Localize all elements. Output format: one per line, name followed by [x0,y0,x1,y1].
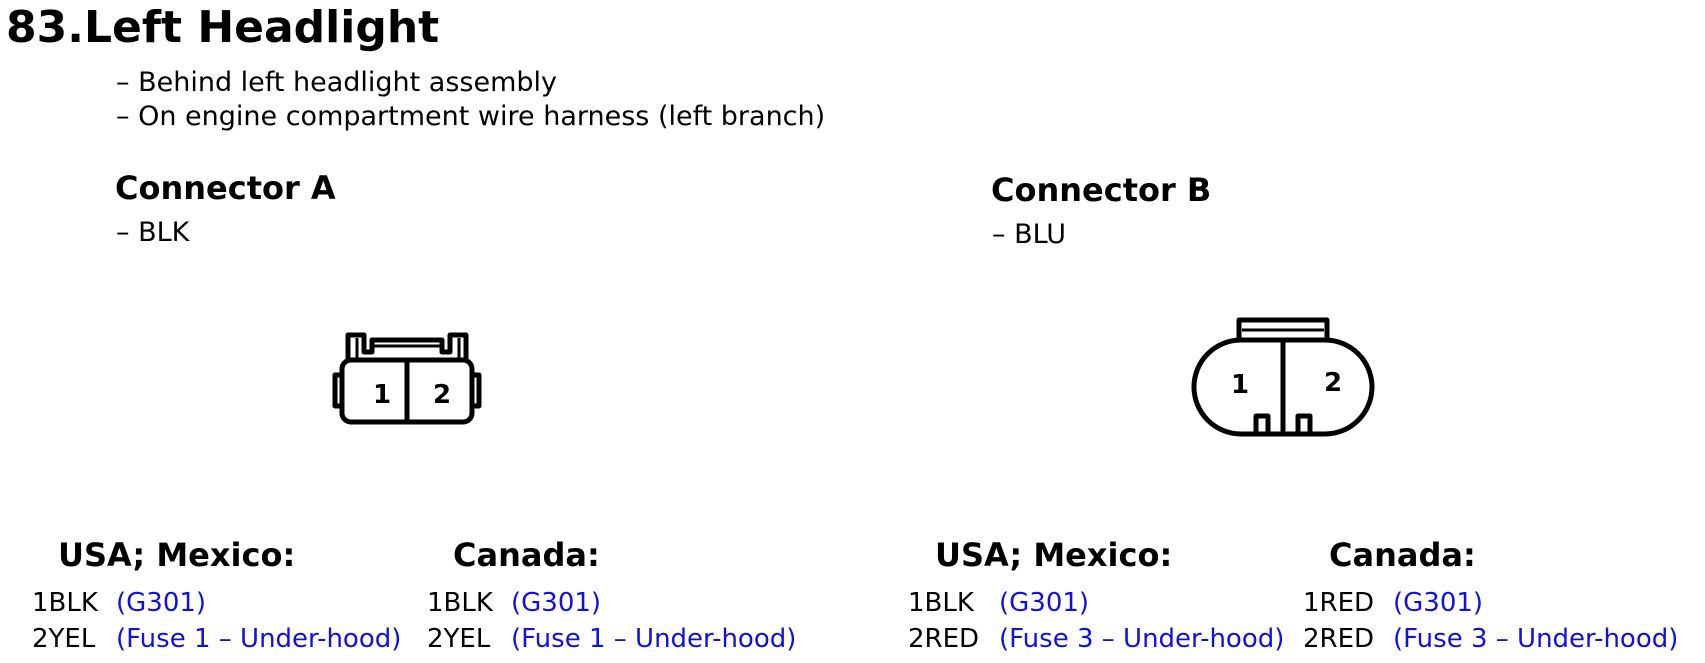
pin-wire: 2YEL [427,624,491,654]
pin-row: 2RED (Fuse 3 – Under-hood) [908,622,1284,656]
connector-a-housing [345,332,469,362]
pin-row: 1BLK (G301) [427,586,601,620]
pin-wire: 1BLK [908,588,974,618]
location-line: – On engine compartment wire harness (le… [116,101,826,132]
connector-b-title: Connector B [991,171,1212,209]
connector-a-usa-heading: USA; Mexico: [58,536,296,574]
connector-b-diagram: 1 2 [1191,317,1375,437]
connector-b-pin-1: 1 [1231,370,1249,400]
connector-a-title: Connector A [115,169,336,207]
pin-row: 1RED (G301) [1303,586,1483,620]
pin-wire: 1BLK [427,588,493,618]
pin-row: 1BLK (G301) [908,586,1089,620]
pin-row: 2YEL (Fuse 1 – Under-hood) [32,622,401,656]
pin-destination: (G301) [999,588,1090,618]
connector-a-canada-heading: Canada: [453,536,600,574]
connector-b-color: – BLU [992,219,1067,250]
pin-row: 1BLK (G301) [32,586,206,620]
pin-destination: (G301) [1393,588,1484,618]
pin-destination: (Fuse 3 – Under-hood) [1393,624,1679,654]
connector-a-pin-2: 2 [433,380,451,410]
connector-a-diagram: 1 2 [332,332,482,425]
connector-a-pin-1: 1 [373,380,391,410]
pin-destination: (Fuse 1 – Under-hood) [116,624,402,654]
page-title: 83.Left Headlight [6,2,440,53]
pin-destination: (Fuse 3 – Under-hood) [999,624,1285,654]
connector-b-canada-heading: Canada: [1329,536,1476,574]
pin-wire: 1RED [1303,588,1375,618]
connector-b-usa-heading: USA; Mexico: [935,536,1173,574]
pin-destination: (Fuse 1 – Under-hood) [511,624,797,654]
location-line: – Behind left headlight assembly [116,67,558,98]
pin-wire: 2RED [908,624,980,654]
pin-wire: 2RED [1303,624,1375,654]
pin-wire: 1BLK [32,588,98,618]
pin-wire: 2YEL [32,624,96,654]
pin-row: 2YEL (Fuse 1 – Under-hood) [427,622,796,656]
connector-b-pin-2: 2 [1324,368,1342,398]
pin-destination: (G301) [511,588,602,618]
pin-destination: (G301) [116,588,207,618]
connector-a-color: – BLK [116,217,190,248]
pin-row: 2RED (Fuse 3 – Under-hood) [1303,622,1678,656]
